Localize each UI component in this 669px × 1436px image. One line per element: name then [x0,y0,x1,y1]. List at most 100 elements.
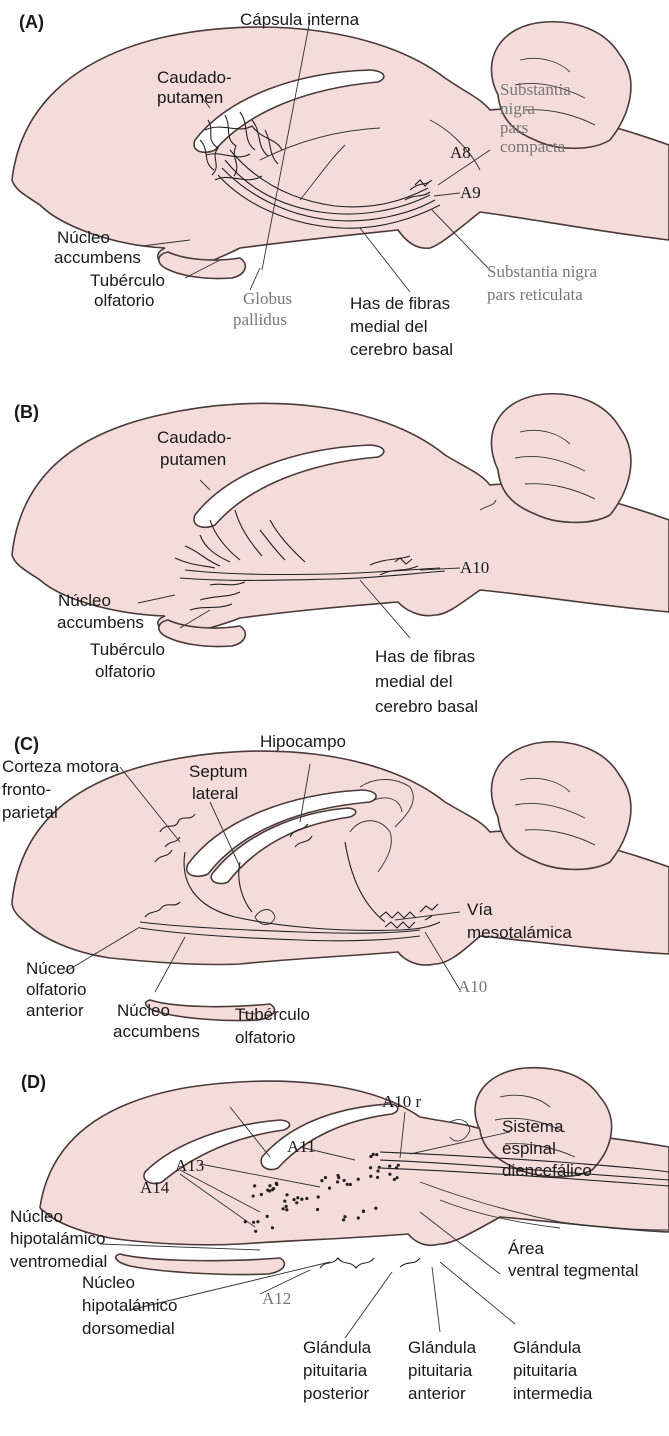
cell-dot [397,1164,400,1167]
nucleo-accumbens-c-label-1: Núcleo [117,1001,170,1021]
nucleo-accumbens-b-label-2: accumbens [57,613,144,633]
cell-dot [254,1230,257,1233]
a10-c-label: A10 [458,977,487,996]
gp-anterior-label-3: anterior [408,1384,466,1404]
sn-compacta-label-4: compacta [500,137,565,156]
cell-dot [395,1166,398,1169]
gp-posterior-label-2: pituitaria [303,1361,367,1381]
sn-compacta-label-1: Substantia [500,80,571,99]
cell-dot [285,1208,288,1211]
cell-dot [282,1207,285,1210]
corteza-motora-label-1: Corteza motora [2,757,119,777]
a10r-label: A10 r [382,1092,421,1111]
cell-dot [349,1183,352,1186]
a9-label: A9 [460,183,481,202]
area-ventral-tegmental-label-1: Área [508,1239,544,1259]
cell-dot [295,1201,298,1204]
tuberculo-olfatorio-b-label-1: Tubérculo [90,640,165,660]
cell-dot [260,1193,263,1196]
capsula-interna-label: Cápsula interna [240,10,359,30]
a13-label: A13 [175,1156,204,1175]
cell-dot [285,1193,288,1196]
cell-dot [362,1210,365,1213]
cell-dot [268,1184,271,1187]
sn-compacta-label-3: pars [500,118,528,137]
cell-dot [292,1198,295,1201]
cell-dot [395,1176,398,1179]
nuceo-olfatorio-label-2: olfatorio [26,980,86,1000]
cell-dot [388,1173,391,1176]
panel-d: (D) A10 r Sistema espinal diencefálico A… [0,1062,669,1436]
cell-dot [320,1179,323,1182]
cell-dot [285,1205,288,1208]
area-ventral-tegmental-label-2: ventral tegmental [508,1261,638,1281]
cell-dot [336,1174,339,1177]
a14-label: A14 [140,1178,169,1197]
caudado-putamen-b-label-1: Caudado- [157,428,232,448]
cell-dot [300,1198,303,1201]
globus-pallidus-label-2: pallidus [233,310,287,329]
cell-dot [271,1188,274,1191]
cell-dot [378,1166,381,1169]
cell-dot [369,1175,372,1178]
nucleo-accumbens-c-label-2: accumbens [113,1022,200,1042]
cell-dot [252,1194,255,1197]
sn-reticulata-label-1: Substantia nigra [487,262,597,281]
cell-dot [376,1169,379,1172]
a10-b-label: A10 [460,558,489,577]
nh-dorsomedial-label-2: hipotalámico [82,1296,177,1316]
panel-a: (A) Cápsula interna Caudado- putamen Sub… [0,0,669,365]
caudado-putamen-b-label-2: putamen [160,450,226,470]
cell-dot [374,1207,377,1210]
tuberculo-olfatorio-c-label-1: Tubérculo [235,1005,310,1025]
cell-dot [343,1215,346,1218]
cell-dot [244,1220,247,1223]
via-mesotalamica-label-1: Vía [467,900,493,920]
nuceo-olfatorio-label-3: anterior [26,1001,84,1021]
a8-label: A8 [450,143,471,162]
sistema-espinal-label-1: Sistema [502,1117,563,1137]
cell-dot [256,1220,259,1223]
gp-intermedia-label-2: pituitaria [513,1361,577,1381]
globus-pallidus-label-1: Globus [243,289,292,308]
tuberculo-olfatorio-label-1: Tubérculo [90,271,165,291]
cell-dot [275,1183,278,1186]
cell-dot [346,1183,349,1186]
cell-dot [283,1200,286,1203]
nucleo-accumbens-b-label-1: Núcleo [58,591,111,611]
sn-reticulata-label-2: pars reticulata [487,285,583,304]
a11-label: A11 [287,1137,316,1156]
tuberculo-olfatorio-b-label-2: olfatorio [95,662,155,682]
gp-intermedia-label-1: Glándula [513,1338,581,1358]
panel-b-tag: (B) [14,402,39,423]
caudado-putamen-label-1: Caudado- [157,68,232,88]
gp-anterior-label-2: pituitaria [408,1361,472,1381]
has-fibras-label-2: medial del [350,317,428,337]
sn-compacta-label-2: nigra [500,99,535,118]
corteza-motora-label-3: parietal [2,803,58,823]
panel-c: (C) Hipocampo Corteza motora fronto- par… [0,722,669,1062]
cell-dot [252,1221,255,1224]
via-mesotalamica-label-2: mesotalámica [467,923,572,943]
cell-dot [369,1166,372,1169]
cell-dot [317,1195,320,1198]
cell-dot [271,1226,274,1229]
nucleo-accumbens-label-2: accumbens [54,248,141,268]
nh-dorsomedial-label-1: Núcleo [82,1273,135,1293]
gp-posterior-label-1: Glándula [303,1338,371,1358]
cell-dot [388,1165,391,1168]
caudado-putamen-label-2: putamen [157,88,223,108]
sistema-espinal-label-3: diencefálico [502,1161,592,1181]
has-fibras-b-label-1: Has de fibras [375,647,475,667]
panel-a-tag: (A) [19,12,44,33]
cell-dot [324,1176,327,1179]
gp-anterior-label-1: Glándula [408,1338,476,1358]
cell-dot [343,1179,346,1182]
hipocampo-label: Hipocampo [260,732,346,752]
sistema-espinal-label-2: espinal [502,1139,556,1159]
nuceo-olfatorio-label-1: Núceo [26,959,75,979]
has-fibras-b-label-2: medial del [375,672,453,692]
cell-dot [266,1189,269,1192]
cell-dot [316,1208,319,1211]
cell-dot [342,1218,345,1221]
